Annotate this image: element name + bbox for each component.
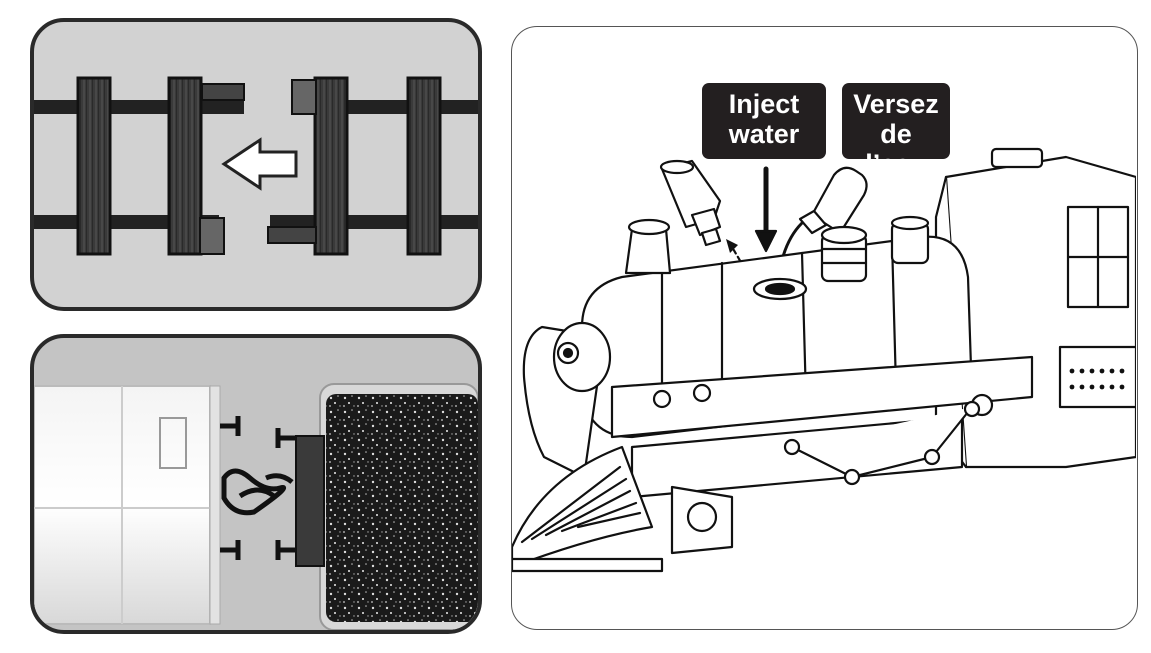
steam-dome — [820, 225, 868, 283]
tank-car-vent — [159, 417, 187, 469]
inject-water-line-1: Inject — [728, 89, 800, 119]
boiler-cap — [659, 159, 722, 247]
right-rail-pin-bottom — [267, 226, 317, 244]
down-arrow-icon — [754, 166, 778, 253]
inject-water-label: Inject water — [702, 83, 826, 159]
left-arrow-icon — [221, 137, 298, 191]
track-connection-panel — [30, 18, 482, 311]
versez-eau-line-2: de l’eau — [865, 119, 927, 179]
left-rail-pin-top — [201, 83, 245, 101]
sand-dome — [890, 215, 930, 265]
cowcatcher — [512, 445, 664, 573]
coupler-connection-panel — [30, 334, 482, 634]
right-tie-2 — [406, 76, 442, 256]
left-rail-clip-bottom — [199, 217, 225, 255]
smokestack — [624, 218, 672, 275]
left-tie-1 — [76, 76, 112, 256]
right-tie-1 — [313, 76, 349, 256]
versez-eau-label: Versez de l’eau — [842, 83, 950, 179]
water-injection-panel: Inject water Versez de l’eau — [511, 26, 1138, 630]
left-tie-2 — [167, 76, 203, 256]
coupler-hooks — [220, 416, 296, 560]
versez-eau-line-1: Versez — [853, 89, 939, 119]
right-rail-clip-top — [291, 79, 317, 115]
smokebox-front — [522, 321, 612, 479]
coal-load — [326, 394, 478, 622]
inject-water-line-2: water — [728, 119, 800, 149]
drive-rods — [670, 400, 981, 555]
left-rail-top — [34, 100, 244, 114]
